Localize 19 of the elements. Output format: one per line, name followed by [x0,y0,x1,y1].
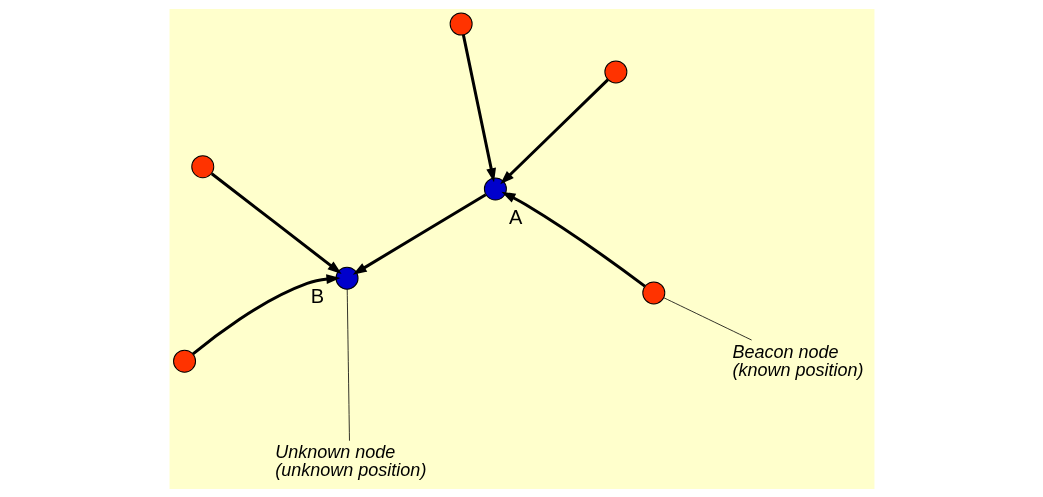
connector [346,288,350,441]
node-circle [190,154,214,178]
arrow [499,78,609,184]
arrow [191,273,340,355]
node-circle [172,349,196,373]
node-circle [483,176,507,200]
node-circle [335,266,359,290]
arrow [461,34,496,182]
node-circle [641,280,665,304]
node-text: Beacon node (known position) [731,341,863,380]
arrow [500,191,646,287]
connector [662,296,752,340]
node-label: B [310,284,324,307]
node-circle [449,12,473,35]
arrow [352,193,486,275]
node-circle [603,59,627,83]
node-text: Unknown node (unknown position) [274,441,426,480]
arrow [210,172,342,274]
node-label: A [508,205,522,228]
